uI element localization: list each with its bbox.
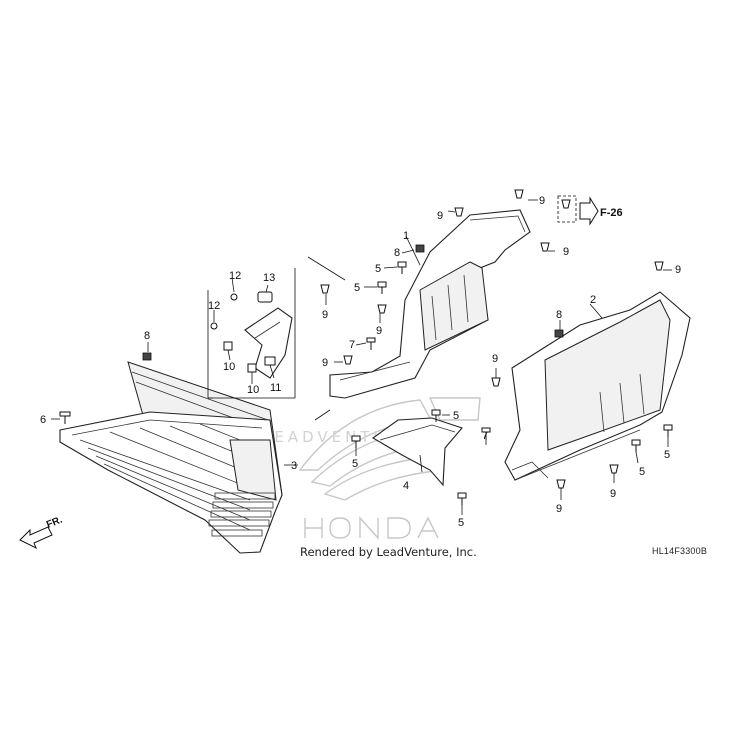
- watermark-logo: LEADVENTURE: [262, 397, 481, 540]
- front-label: FR.: [45, 514, 64, 530]
- part-4-center-bracket: [371, 417, 463, 487]
- parts-bracket-assembly: [244, 307, 293, 379]
- part-1-left-cover: [329, 209, 531, 399]
- callout-8c: 8: [556, 309, 562, 321]
- callout-7b: 7: [482, 430, 488, 442]
- callout-5c: 5: [453, 410, 459, 422]
- callout-2: 2: [590, 294, 596, 306]
- callout-9g: 9: [675, 264, 681, 276]
- callout-8a: 8: [144, 330, 150, 342]
- callout-6: 6: [40, 414, 46, 426]
- callout-9c: 9: [322, 357, 328, 369]
- diagram-code: HL14F3300B: [652, 546, 708, 556]
- callout-8b: 8: [394, 247, 400, 259]
- front-arrow: FR.: [19, 514, 64, 550]
- callout-9e: 9: [539, 195, 545, 207]
- callout-9b: 9: [376, 325, 382, 337]
- callout-12b: 12: [208, 300, 220, 312]
- callout-5b: 5: [354, 282, 360, 294]
- leader-lines: [51, 195, 672, 515]
- callout-9a: 9: [322, 309, 328, 321]
- callout-5f: 5: [664, 449, 670, 461]
- callout-10b: 10: [247, 384, 259, 396]
- callout-9j: 9: [556, 503, 562, 515]
- callout-3: 3: [291, 460, 297, 472]
- callout-13: 13: [263, 272, 275, 284]
- fasteners: [59, 189, 673, 505]
- callout-5d: 5: [352, 458, 358, 470]
- callout-labels: 1 2 3 4 5 5 5 5 5 5 5 5 6 7 7 8 8 8 9 9 …: [40, 195, 681, 529]
- render-credit: Rendered by LeadVenture, Inc.: [300, 545, 477, 559]
- callout-11: 11: [270, 382, 281, 394]
- part-3-floor-mat: [59, 361, 283, 554]
- callout-9i: 9: [610, 488, 616, 500]
- callout-9d: 9: [437, 210, 443, 222]
- reference-label-f26: F-26: [600, 207, 623, 219]
- callout-5g: 5: [639, 466, 645, 478]
- callout-9h: 9: [492, 353, 498, 365]
- part-2-right-cover: [504, 291, 691, 481]
- honda-wordmark: [304, 516, 439, 540]
- callout-9f: 9: [563, 246, 569, 258]
- watermark-text: LEADVENTURE: [262, 428, 416, 446]
- mat-slots: [208, 492, 276, 537]
- callout-12a: 12: [229, 270, 241, 282]
- callout-5a: 5: [375, 263, 381, 275]
- callout-5e: 5: [458, 517, 464, 529]
- callout-1: 1: [403, 230, 409, 242]
- callout-10a: 10: [223, 361, 235, 373]
- callout-7a: 7: [349, 339, 355, 351]
- callout-4: 4: [403, 480, 409, 492]
